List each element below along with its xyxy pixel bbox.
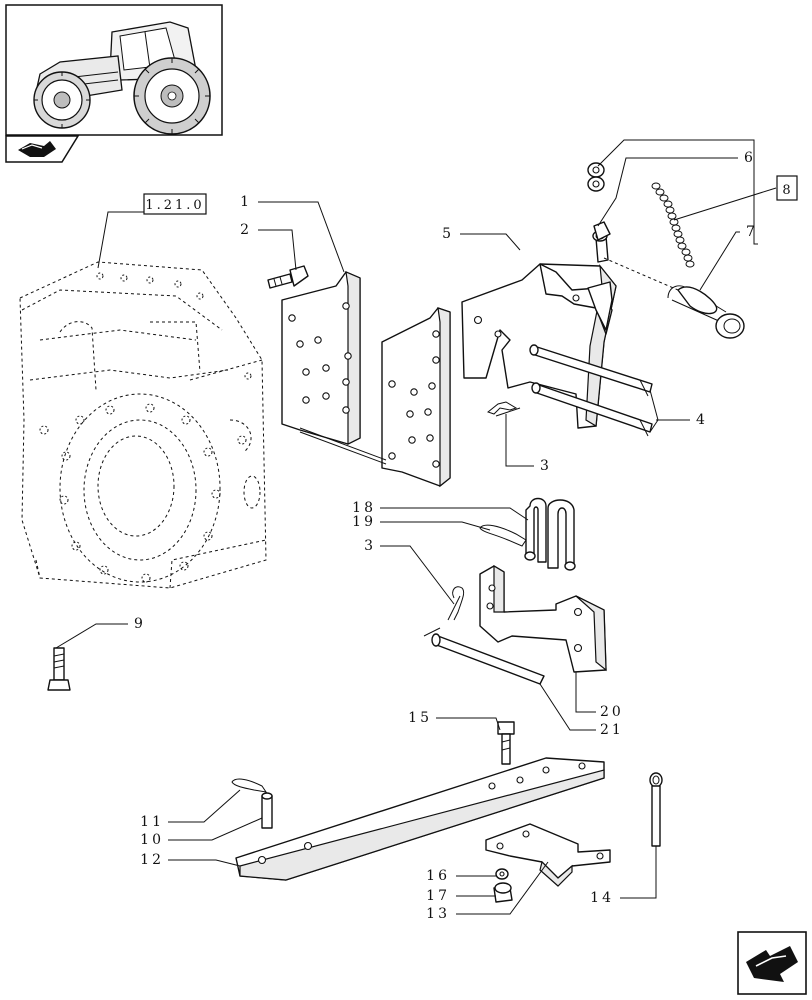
leader-lines xyxy=(55,139,777,915)
callout-7: 7 xyxy=(746,224,758,240)
callout-6: 6 xyxy=(744,150,756,166)
reference-box-label: 1.21.0 xyxy=(145,198,204,213)
callout-2: 2 xyxy=(240,222,252,238)
chain-ref-box-label: 8 xyxy=(782,183,793,198)
hitch-clevis-13[interactable] xyxy=(485,823,611,887)
pins-4[interactable] xyxy=(529,344,653,437)
spring-clip-3[interactable] xyxy=(486,401,521,417)
mounting-plate-assembly[interactable] xyxy=(281,271,451,488)
clevis-bracket[interactable] xyxy=(461,263,617,429)
nut-17[interactable] xyxy=(493,882,513,903)
callout-20: 20 xyxy=(600,704,624,720)
figure-eight-link[interactable] xyxy=(587,162,605,192)
callout-1: 1 xyxy=(240,194,252,210)
chain-ref-box[interactable]: 8 xyxy=(776,175,798,201)
spring-clip-3b[interactable] xyxy=(447,586,465,621)
next-page-arrow-icon xyxy=(746,946,798,982)
bolt-15[interactable] xyxy=(497,721,515,765)
drawbar-12[interactable] xyxy=(235,757,605,881)
callout-19: 19 xyxy=(352,514,376,530)
callout-17: 17 xyxy=(426,888,450,904)
drawbar-bracket-20[interactable] xyxy=(479,564,607,673)
bolt-9[interactable] xyxy=(47,647,71,691)
callout-12: 12 xyxy=(140,852,164,868)
callout-10: 10 xyxy=(140,832,164,848)
chain-8[interactable] xyxy=(651,182,695,268)
washer-16[interactable] xyxy=(495,868,509,880)
tractor-thumbnail[interactable] xyxy=(5,4,223,136)
callout-11: 11 xyxy=(140,814,164,830)
callout-labels: 1 2 3 3 4 5 6 7 9 10 11 12 13 14 15 16 1… xyxy=(134,150,758,922)
callout-14: 14 xyxy=(590,890,614,906)
callout-9: 9 xyxy=(134,616,146,632)
callout-5: 5 xyxy=(442,226,454,242)
section-tab[interactable] xyxy=(5,135,80,163)
spring-pin-7[interactable] xyxy=(603,257,745,339)
lynch-pin-14[interactable] xyxy=(649,772,663,847)
clip-19[interactable] xyxy=(479,524,527,547)
callout-21: 21 xyxy=(600,722,624,738)
tractor-icon xyxy=(33,21,211,135)
callout-4: 4 xyxy=(696,412,708,428)
callout-3a: 3 xyxy=(540,458,552,474)
callout-18: 18 xyxy=(352,500,376,516)
plate-holes xyxy=(288,302,440,468)
book-arrow-icon xyxy=(18,141,56,157)
transmission-housing xyxy=(19,261,267,589)
clip-11[interactable] xyxy=(231,778,268,793)
bolt-2[interactable] xyxy=(267,265,309,289)
pin-10[interactable] xyxy=(261,792,273,829)
callout-15: 15 xyxy=(408,710,432,726)
reference-leader xyxy=(97,211,144,269)
next-page-button[interactable] xyxy=(737,931,807,995)
callout-3b: 3 xyxy=(364,538,376,554)
lynch-pin-6[interactable] xyxy=(592,221,611,263)
reference-box[interactable]: 1.21.0 xyxy=(143,193,207,215)
callout-13: 13 xyxy=(426,906,450,922)
u-pins-18[interactable] xyxy=(524,497,576,571)
callout-16: 16 xyxy=(426,868,450,884)
